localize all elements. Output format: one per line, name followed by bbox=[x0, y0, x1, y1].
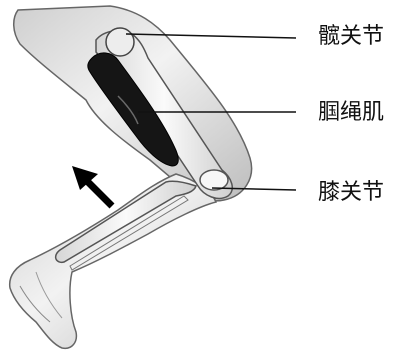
knee-joint-label: 膝关节 bbox=[318, 180, 384, 206]
tibia-bone bbox=[56, 181, 196, 262]
hip-joint-ball bbox=[106, 28, 134, 56]
hip-joint-label: 髋关节 bbox=[318, 24, 384, 50]
arrow-up-left-icon bbox=[72, 166, 112, 206]
knee-cap bbox=[200, 170, 228, 190]
hamstring-label: 腘绳肌 bbox=[318, 100, 384, 126]
